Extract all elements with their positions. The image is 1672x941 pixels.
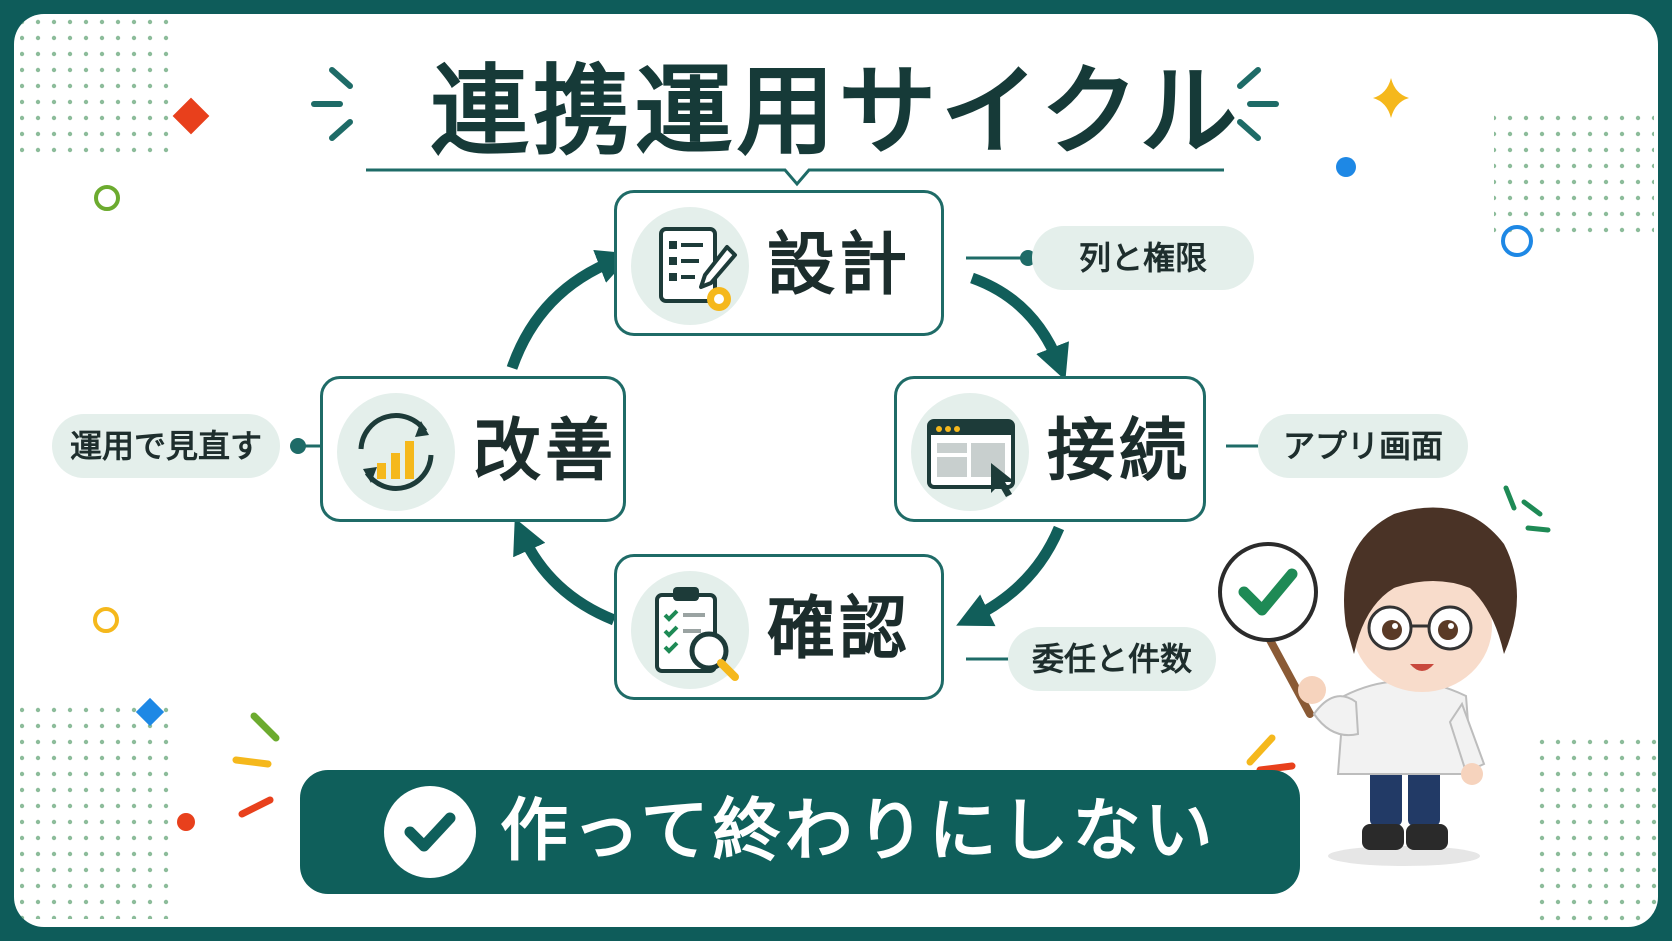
mascot-character: [1218, 485, 1551, 866]
step-connect-label: 接続: [1047, 412, 1192, 491]
banner: 作って終わりにしない: [300, 770, 1300, 894]
step-connect-icon-disc: [911, 393, 1029, 511]
dot-pattern-bottom-left: [20, 704, 170, 919]
step-connect: 接続: [894, 376, 1206, 522]
decorations: [20, 18, 1658, 924]
banner-check-circle: [384, 786, 476, 878]
arrow-improve-to-design: [506, 249, 633, 370]
step-improve-label: 改善: [473, 412, 618, 491]
document-gear-icon: [659, 227, 737, 311]
note-verify: 委任と件数: [1008, 627, 1216, 691]
blue-diamond: [135, 697, 165, 727]
dot-pattern-top-left: [20, 18, 170, 158]
page-title: 連携運用サイクル: [430, 55, 1242, 169]
check-sign: [1218, 542, 1318, 642]
yellow-sparkle: [1373, 78, 1409, 118]
clipboard-magnifier-icon: [655, 587, 739, 681]
browser-window-cursor-icon: [927, 419, 1015, 497]
step-improve: 改善: [320, 376, 626, 522]
green-ring: [94, 185, 120, 211]
arrow-verify-to-improve: [513, 517, 617, 626]
title-underline: [366, 168, 1224, 187]
slide-frame: 連携運用サイクル 設計: [14, 14, 1658, 927]
step-improve-icon-disc: [337, 393, 455, 511]
arrow-design-to-connect: [970, 272, 1069, 381]
step-design-label: 設計: [767, 226, 912, 305]
cycle-chart-icon: [358, 413, 434, 491]
red-dot: [177, 813, 195, 831]
yellow-ring: [93, 607, 119, 633]
step-design: 設計: [614, 190, 944, 336]
note-design: 列と権限: [1032, 226, 1254, 290]
title-sparkles: [311, 67, 1279, 141]
arrow-connect-to-verify: [956, 525, 1065, 627]
blue-ring: [1501, 225, 1533, 257]
blue-dot: [1336, 157, 1356, 177]
step-verify: 確認: [614, 554, 944, 700]
dot-pattern-right: [1494, 110, 1654, 240]
cycle-arrows: [506, 249, 1069, 627]
step-verify-label: 確認: [767, 590, 912, 669]
dot-pattern-bottom-right: [1534, 734, 1658, 924]
step-verify-icon-disc: [631, 571, 749, 689]
check-circle-icon: [404, 812, 456, 852]
note-connect: アプリ画面: [1258, 414, 1468, 478]
step-design-icon-disc: [631, 207, 749, 325]
note-improve: 運用で見直す: [52, 414, 280, 478]
red-diamond: [172, 97, 210, 135]
banner-text: 作って終わりにしない: [500, 792, 1217, 871]
